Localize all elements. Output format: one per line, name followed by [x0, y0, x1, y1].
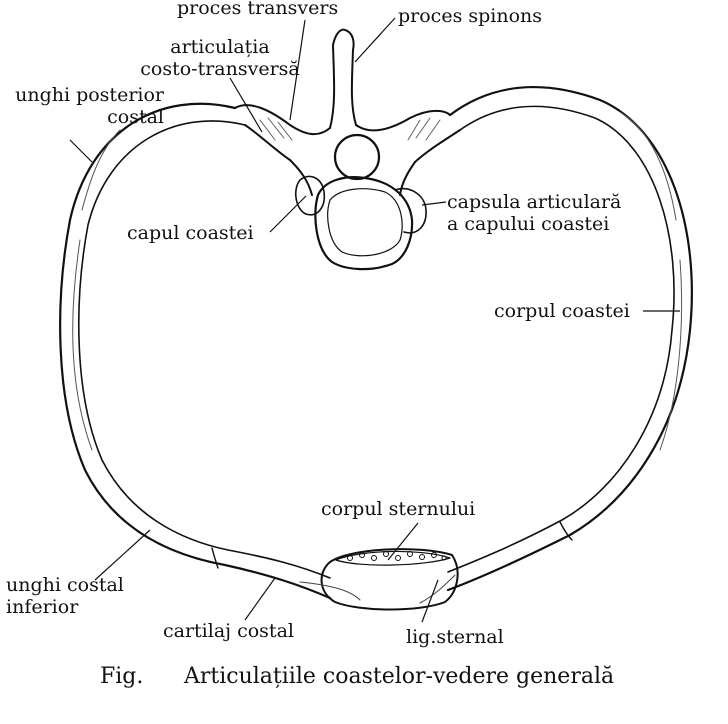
leader-unghi-costal-inferior	[94, 529, 151, 581]
vertebra-shading	[259, 117, 441, 141]
leader-proces-transvers	[289, 19, 306, 121]
leader-corpul-sternului	[387, 522, 419, 561]
label-capsula-line1: capsula articulară	[447, 191, 622, 213]
label-capsula: capsula articulară a capului coastei	[447, 191, 621, 235]
label-articulatia-line2: costo-transversă	[140, 58, 300, 80]
rib-outer-contour	[59, 86, 693, 600]
vertebral-body-inner	[327, 188, 403, 257]
label-unghi-posterior-line1: unghi posterior	[15, 84, 164, 106]
spinous-process	[329, 28, 357, 129]
joint-capsule-right	[394, 188, 427, 234]
label-unghi-costal-inferior: unghi costal inferior	[6, 574, 124, 618]
caption-fig: Fig.	[100, 664, 144, 689]
rib-shading	[72, 111, 683, 451]
label-capul-coastei: capul coastei	[127, 222, 254, 244]
cartilage-boundary-right	[559, 521, 573, 541]
label-articulatia-line1: articulația	[170, 36, 270, 58]
label-lig-sternal: lig.sternal	[406, 626, 504, 648]
label-unghi-inferior-line1: unghi costal	[6, 574, 124, 596]
rib-head-left	[294, 175, 326, 216]
vertebral-arch	[289, 159, 416, 196]
rib-inner-contour	[78, 105, 675, 579]
label-unghi-inferior-line2: inferior	[6, 596, 79, 618]
sternum-texture	[347, 551, 447, 561]
transverse-process-left	[234, 104, 331, 161]
label-corpul-coastei: corpul coastei	[494, 300, 630, 322]
vertebral-foramen	[333, 133, 381, 181]
leader-lines	[69, 17, 680, 623]
leader-capsula	[421, 201, 447, 206]
label-proces-spinons: proces spinons	[398, 5, 543, 27]
label-proces-transvers: proces transvers	[177, 0, 339, 19]
sternum-cancellous	[335, 550, 451, 566]
label-cartilaj-costal: cartilaj costal	[163, 620, 294, 642]
label-capsula-line2: a capului coastei	[447, 213, 610, 235]
label-unghi-posterior: unghi posterior costal	[4, 84, 164, 128]
vertebral-body	[314, 176, 414, 271]
leader-proces-spinons	[354, 17, 396, 63]
sternal-ligament-lines	[299, 574, 456, 604]
leader-unghi-posterior	[69, 139, 93, 163]
label-corpul-sternului: corpul sternului	[321, 498, 476, 520]
label-unghi-posterior-line2: costal	[107, 106, 164, 128]
caption-text: Articulațiile coastelor-vedere generală	[184, 664, 615, 689]
leader-articulatia	[229, 77, 263, 133]
cartilage-boundary-left	[211, 547, 219, 569]
leader-capul-coastei	[269, 195, 307, 233]
label-articulatia: articulația costo-transversă	[126, 36, 314, 80]
leader-cartilaj-costal	[244, 577, 276, 621]
leader-lig-sternal	[421, 579, 439, 623]
transverse-process-right	[355, 109, 461, 163]
